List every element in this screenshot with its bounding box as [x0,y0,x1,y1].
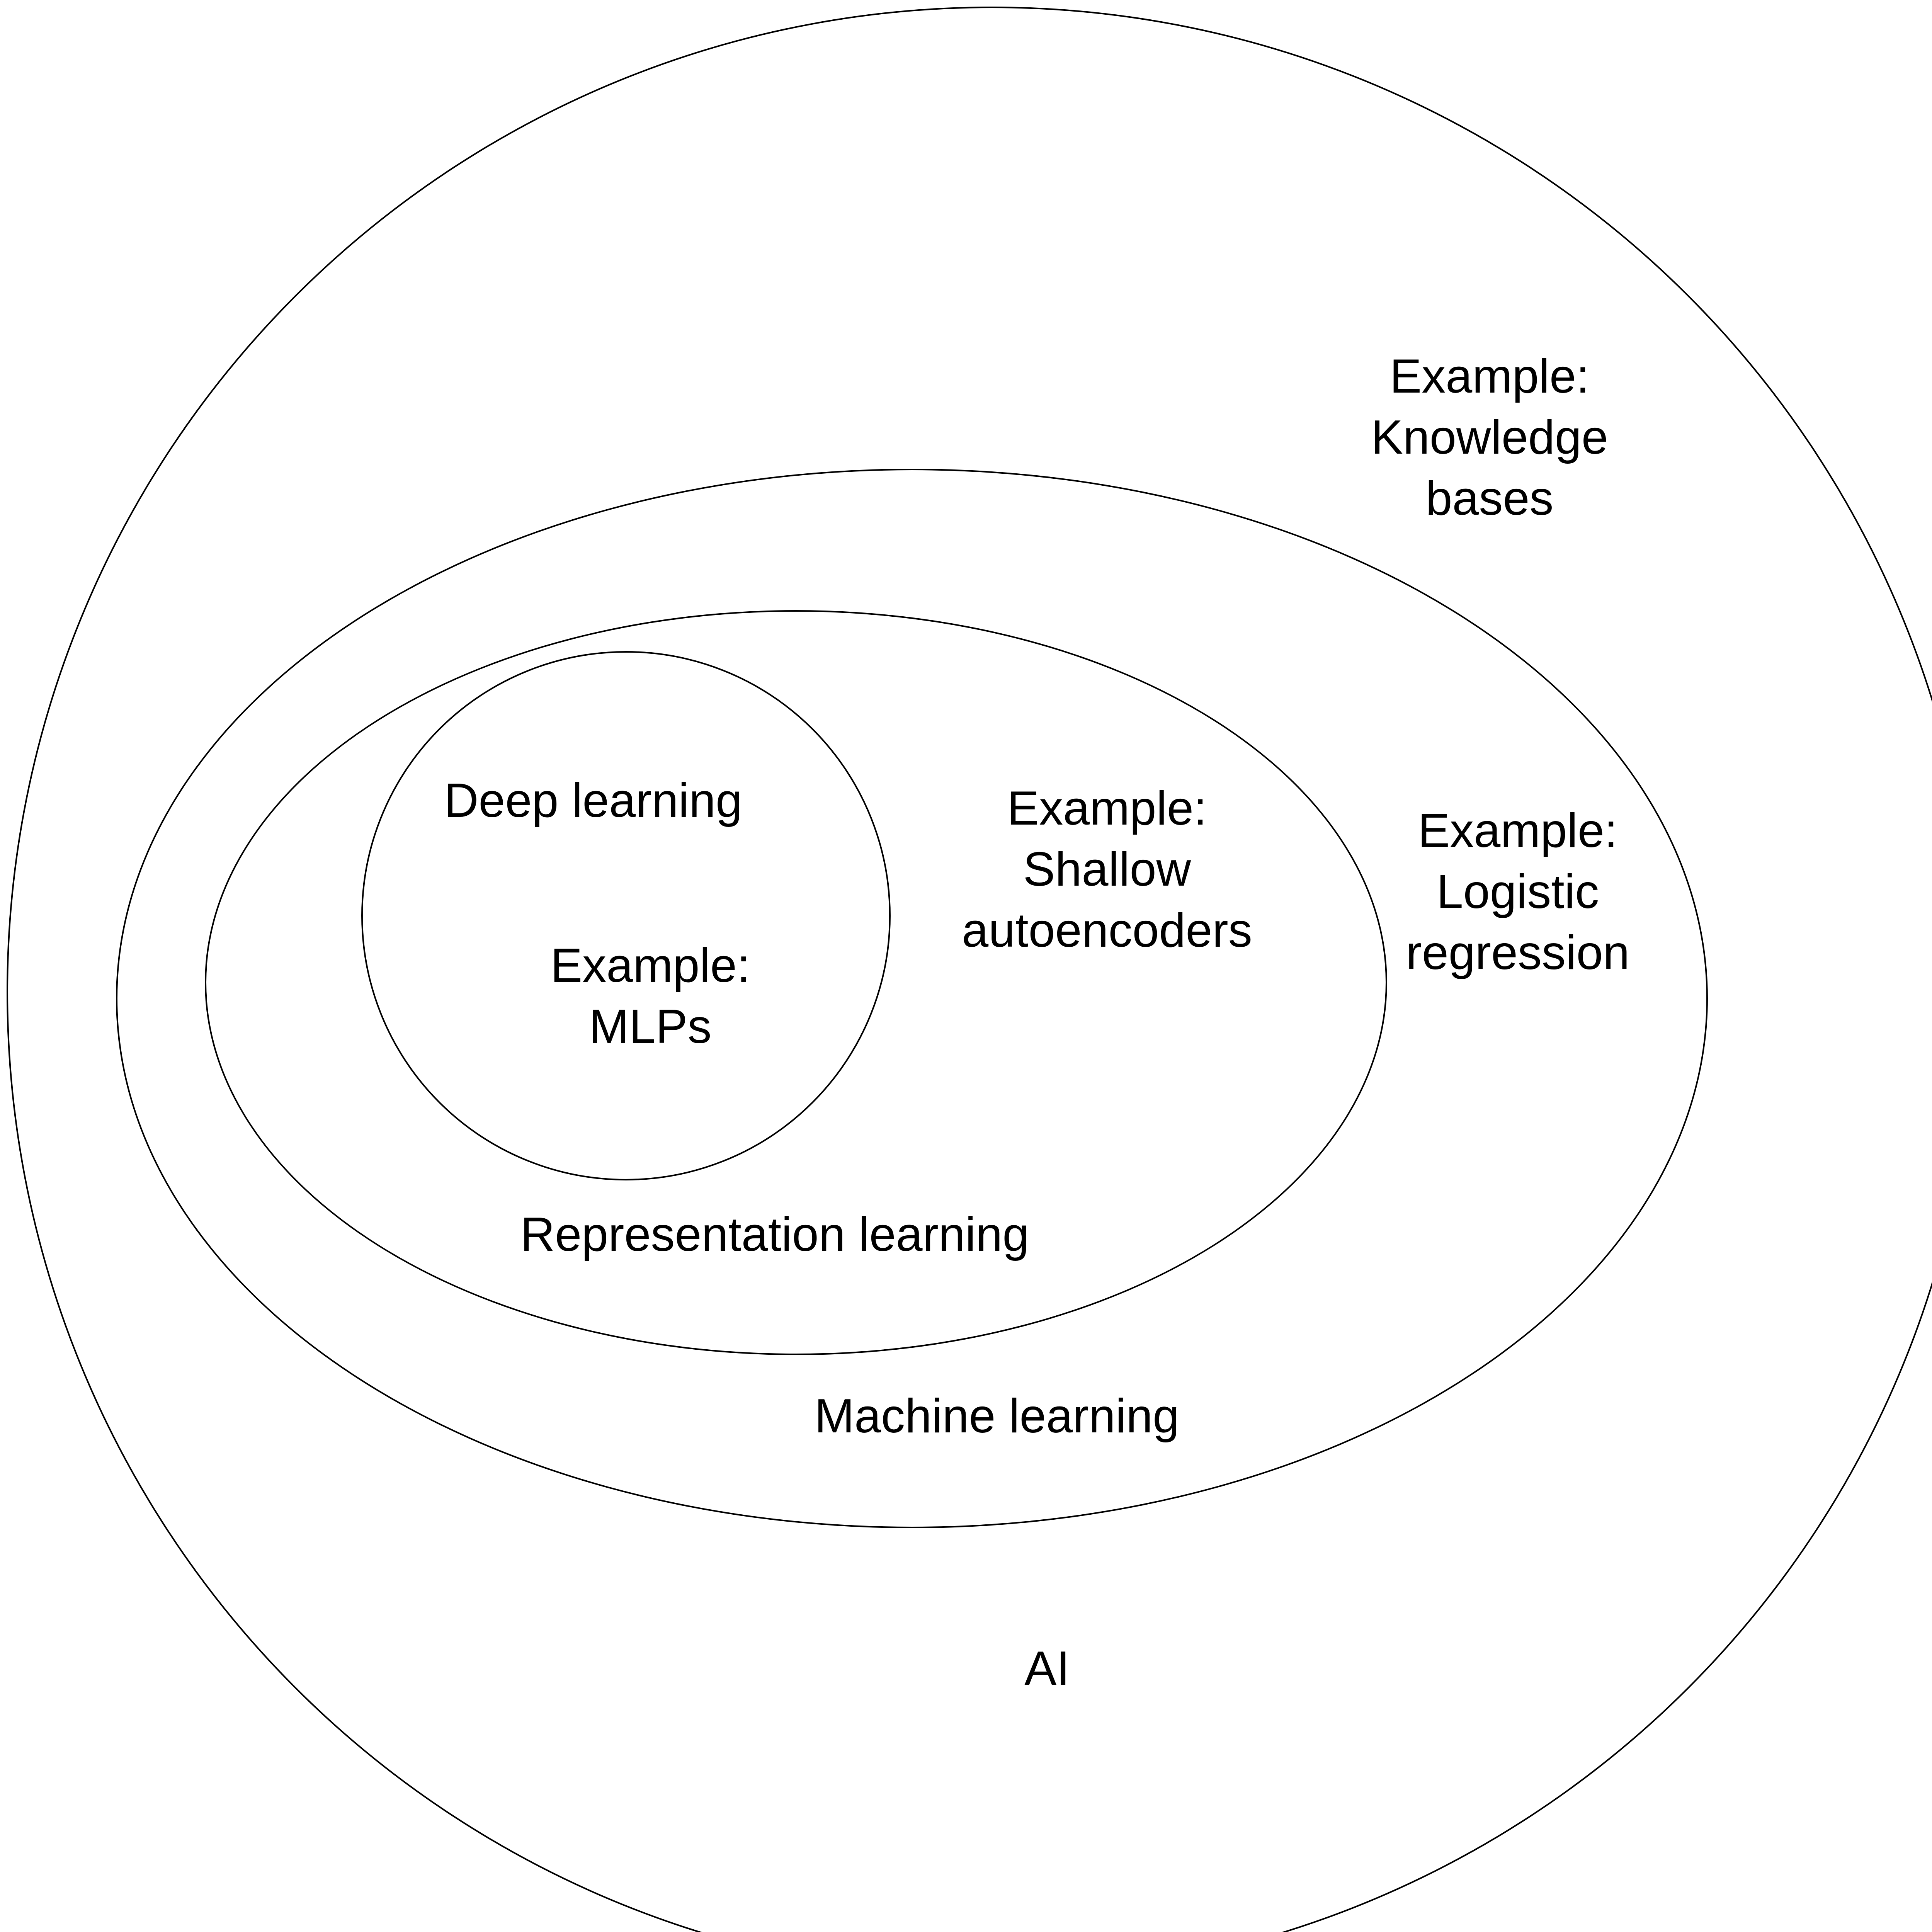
representation-learning-label: Representation learning [520,1208,1029,1261]
representation-learning-ellipse-outline [205,610,1387,1355]
machine-learning-example-label: Example: Logistic regression [1406,804,1630,980]
ai-example-label: Example: Knowledge bases [1371,350,1608,525]
deep-learning-example-label: Example: MLPs [550,939,750,1053]
machine-learning-label: Machine learning [814,1389,1180,1443]
representation-learning-example-label: Example: Shallow autoencoders [962,782,1252,957]
ai-label: AI [1024,1642,1070,1695]
deep-learning-label: Deep learning [444,774,743,827]
ai-circle-outline [7,7,1932,1932]
deep-learning-circle-outline [361,651,891,1180]
machine-learning-ellipse-outline [116,469,1708,1528]
